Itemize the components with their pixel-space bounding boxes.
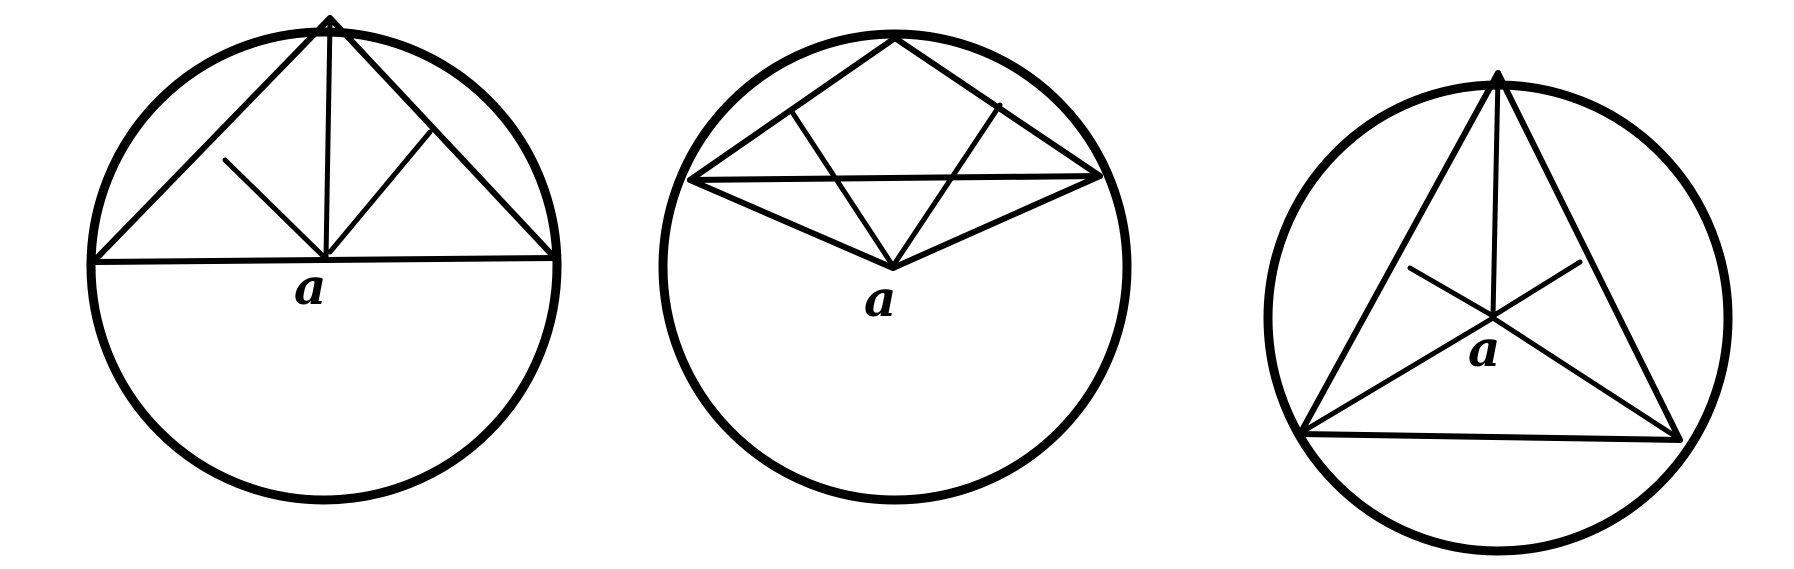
left-edge-line — [90, 15, 333, 265]
left-bisector-line — [222, 157, 325, 258]
point-label: a — [294, 257, 326, 316]
right-bisector-line — [1490, 259, 1583, 319]
circle-figure-2: a — [658, 29, 1132, 505]
vertical-line — [323, 19, 333, 261]
point-label: a — [864, 269, 896, 328]
lower-left-line — [1299, 315, 1496, 435]
circle-figure-3: a — [1263, 70, 1733, 556]
right-lower-line — [890, 173, 1103, 271]
circle-figure-1: a — [86, 15, 562, 505]
left-bisector-line — [789, 109, 896, 269]
left-bisector-line — [1407, 265, 1496, 319]
horizontal-chord — [687, 173, 1103, 183]
triangle-base — [1297, 431, 1683, 443]
lower-right-line — [1490, 315, 1681, 441]
right-edge-line — [327, 15, 558, 261]
right-bisector-line — [890, 102, 1003, 269]
horizontal-chord — [90, 255, 558, 265]
circle-outline — [86, 27, 562, 505]
triangle-left-side — [1297, 70, 1501, 437]
point-label: a — [1468, 319, 1500, 378]
circle-outline — [658, 29, 1132, 505]
right-bisector-line — [327, 129, 433, 255]
left-upper-line — [687, 35, 898, 183]
triangle-right-side — [1495, 70, 1683, 443]
vertical-line — [1490, 73, 1501, 319]
left-lower-line — [687, 177, 896, 271]
